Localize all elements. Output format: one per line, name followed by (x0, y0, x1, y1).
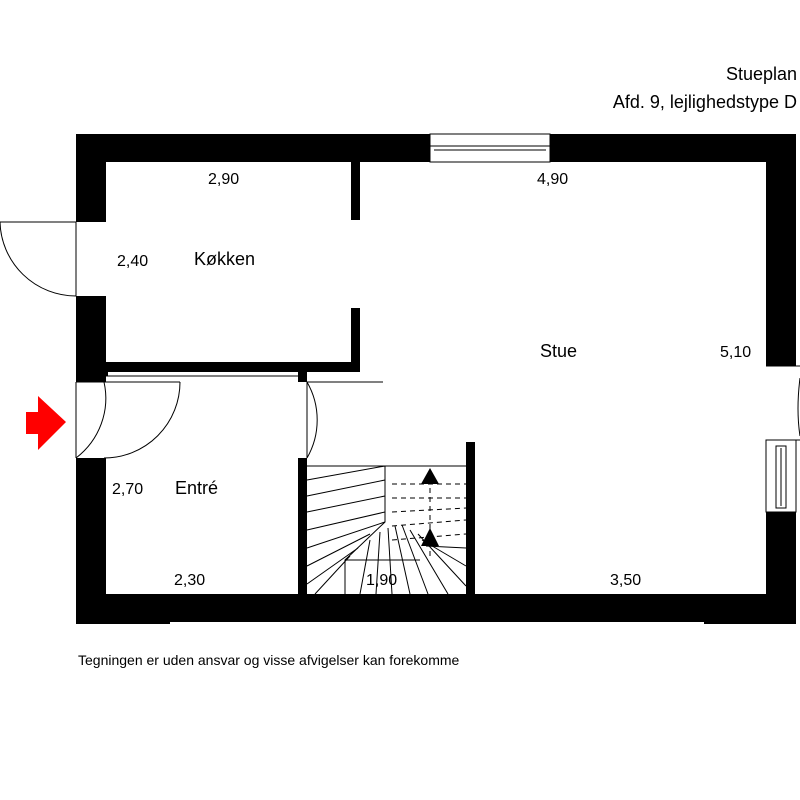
top-window (429, 133, 551, 163)
outer-walls (76, 134, 796, 624)
plan-subtitle: Afd. 9, lejlighedstype D (613, 92, 797, 112)
room-label-entrance: Entré (175, 478, 218, 498)
dim-kitchen-width: 2,90 (208, 171, 239, 188)
living-door (306, 381, 383, 459)
stair-arrow-icon (421, 528, 439, 546)
room-label-kitchen: Køkken (194, 249, 255, 269)
right-opening (766, 365, 800, 441)
entry-arrow-icon (26, 396, 66, 450)
room-label-living: Stue (540, 341, 577, 361)
entrance-door (75, 381, 181, 459)
staircase (306, 465, 467, 595)
dim-kitchen-depth: 2,40 (117, 253, 148, 270)
stair-arrow-icon (421, 468, 439, 484)
dim-entrance-width: 2,30 (174, 572, 205, 589)
interior-walls (106, 162, 475, 594)
kitchen-door (0, 221, 77, 297)
dim-entrance-depth: 2,70 (112, 481, 143, 498)
right-window (765, 439, 797, 513)
dim-living-width: 4,90 (537, 171, 568, 188)
dim-living-bottom-width: 3,50 (610, 572, 641, 589)
plan-title: Stueplan (726, 64, 797, 84)
disclaimer-text: Tegningen er uden ansvar og visse afvige… (78, 652, 460, 668)
dim-living-depth: 5,10 (720, 344, 751, 361)
dim-stair-width: 1,90 (366, 572, 397, 589)
